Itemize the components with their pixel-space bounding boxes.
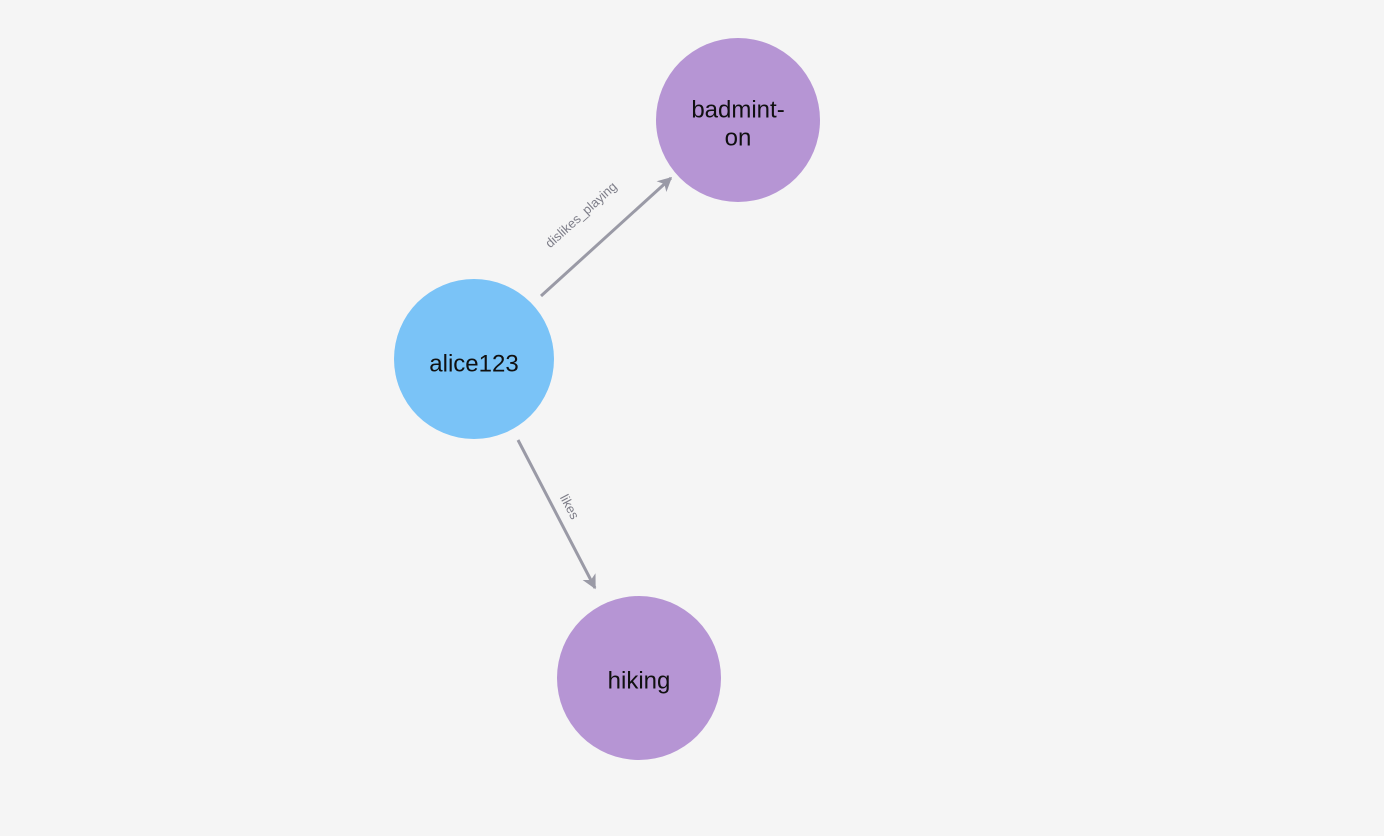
- edge-dislikes-playing[interactable]: dislikes_playing: [539, 176, 673, 298]
- node-alice123[interactable]: alice123: [394, 279, 554, 439]
- node-hiking[interactable]: hiking: [557, 596, 721, 760]
- node-circle-badminton[interactable]: [656, 38, 820, 202]
- edge-line-dislikes-playing[interactable]: [539, 176, 673, 298]
- edge-likes[interactable]: likes: [516, 439, 597, 590]
- node-circle-alice123[interactable]: [394, 279, 554, 439]
- node-circle-hiking[interactable]: [557, 596, 721, 760]
- node-group: badmint- on alice123 hiking: [394, 38, 820, 760]
- edge-line-likes[interactable]: [516, 439, 597, 590]
- edge-label-dislikes-playing: dislikes_playing: [542, 179, 620, 251]
- edge-label-likes: likes: [557, 492, 583, 522]
- node-badminton[interactable]: badmint- on: [656, 38, 820, 202]
